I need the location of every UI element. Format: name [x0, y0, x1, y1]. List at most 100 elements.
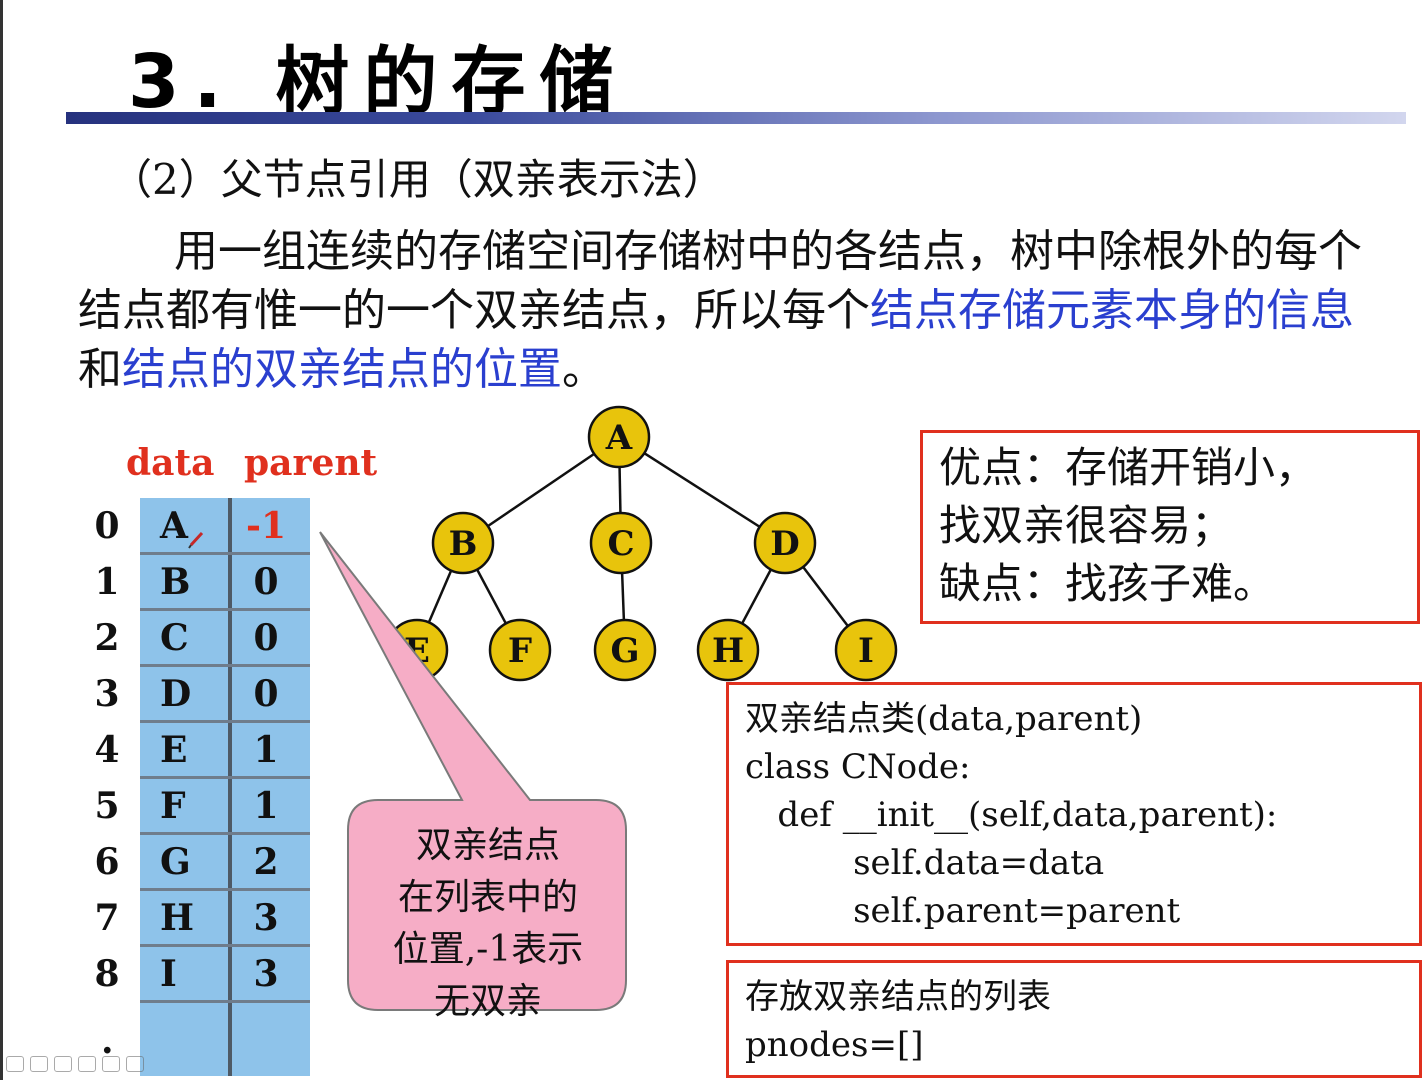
- slide-subtitle: （2）父节点引用（双亲表示法）: [110, 155, 725, 204]
- row-separator: [140, 552, 310, 555]
- tree-node-F: F: [488, 618, 552, 682]
- row-separator: [140, 888, 310, 891]
- row-index: 5: [94, 785, 120, 827]
- title-underline: [66, 112, 1406, 124]
- tree-node-B: B: [431, 511, 495, 575]
- cell-data: D: [160, 673, 192, 715]
- callout-line: 无双亲: [433, 981, 542, 1022]
- slide-toolbar: [6, 1056, 144, 1072]
- paragraph-text-1: 用一组连续的存储空间存储树中的各结点，树中除根外的每个结点都有惟一的一个双亲结点…: [78, 226, 1362, 336]
- cell-data: A: [160, 505, 188, 547]
- table-header-data: data: [126, 442, 215, 484]
- tree-edge-A-D: [618, 435, 786, 545]
- cell-parent: 2: [253, 841, 279, 883]
- tree-node-I: I: [834, 618, 898, 682]
- tree-node-circle: [834, 618, 898, 682]
- shape-icon[interactable]: [78, 1056, 96, 1072]
- row-separator: [140, 776, 310, 779]
- tree-node-circle: [488, 618, 552, 682]
- row-index: 6: [94, 841, 120, 883]
- row-index: 8: [94, 953, 120, 995]
- tree-node-label: D: [770, 524, 799, 564]
- tree-node-circle: [593, 618, 657, 682]
- table-column-divider: [228, 498, 232, 1076]
- paragraph-highlight-2: 结点的双亲结点的位置: [122, 344, 562, 395]
- row-separator: [140, 664, 310, 667]
- tree-node-label: C: [607, 524, 634, 564]
- callout-line: 双亲结点: [415, 825, 560, 866]
- cell-data: C: [160, 617, 189, 659]
- cell-parent: 3: [253, 953, 279, 995]
- cell-parent: 1: [253, 729, 279, 771]
- tree-node-label: F: [508, 631, 532, 671]
- paragraph-text-2: 和: [78, 344, 122, 395]
- code-line: pnodes=[]: [745, 1025, 924, 1065]
- tree-node-H: H: [696, 618, 760, 682]
- list-code-box: 存放双亲结点的列表 pnodes=[]: [726, 960, 1422, 1078]
- highlighter-icon[interactable]: [30, 1056, 48, 1072]
- pen-cursor-icon: [188, 531, 204, 549]
- code-line: def __init__(self,data,parent):: [745, 795, 1278, 835]
- code-line: 存放双亲结点的列表: [745, 977, 1051, 1017]
- tree-node-label: G: [610, 631, 639, 671]
- tree-node-G: G: [593, 618, 657, 682]
- row-separator: [140, 832, 310, 835]
- row-separator: [140, 944, 310, 947]
- paragraph-highlight-1: 结点存储元素本身的信息: [870, 285, 1354, 336]
- cell-parent: 3: [253, 897, 279, 939]
- row-separator: [140, 608, 310, 611]
- code-line: self.parent=parent: [745, 891, 1181, 931]
- cell-data: E: [160, 729, 188, 771]
- code-line: self.data=data: [745, 843, 1105, 883]
- paragraph-text-3: 。: [562, 344, 606, 395]
- callout-line: 在列表中的: [397, 877, 578, 918]
- row-index: 4: [94, 729, 120, 771]
- tree-node-circle: [431, 511, 495, 575]
- pointer-icon[interactable]: [102, 1056, 120, 1072]
- parent-table: [140, 498, 310, 1076]
- pros-line-1: 优点：存储开销小，: [939, 443, 1318, 492]
- table-ellipsis: .: [101, 1020, 114, 1062]
- tree-node-A: A: [587, 405, 651, 469]
- tree-node-circle: [587, 405, 651, 469]
- window-edge: [0, 0, 3, 1080]
- cell-data: B: [160, 561, 191, 603]
- eraser-icon[interactable]: [54, 1056, 72, 1072]
- cell-parent: 0: [253, 561, 279, 603]
- code-line: class CNode:: [745, 747, 971, 787]
- cell-data: F: [160, 785, 186, 827]
- code-line: 双亲结点类(data,parent): [745, 699, 1143, 739]
- cell-parent: 0: [253, 617, 279, 659]
- description-paragraph: 用一组连续的存储空间存储树中的各结点，树中除根外的每个结点都有惟一的一个双亲结点…: [78, 222, 1368, 399]
- cell-parent: 1: [253, 785, 279, 827]
- row-index: 3: [94, 673, 120, 715]
- callout-text: 双亲结点 在列表中的 位置,-1表示 无双亲: [360, 820, 616, 1028]
- callout-line: 位置,-1表示: [392, 929, 584, 970]
- row-index: 0: [94, 505, 120, 547]
- tree-node-label: I: [858, 631, 874, 671]
- class-code-box: 双亲结点类(data,parent) class CNode: def __in…: [726, 682, 1422, 946]
- tree-node-D: D: [753, 511, 817, 575]
- pen-icon[interactable]: [6, 1056, 24, 1072]
- pros-line-2: 找双亲很容易；: [939, 501, 1234, 550]
- row-index: 2: [94, 617, 120, 659]
- tree-node-circle: [589, 511, 653, 575]
- tree-node-circle: [696, 618, 760, 682]
- row-index: 1: [94, 561, 120, 603]
- tree-node-label: H: [712, 631, 744, 671]
- slide-title: 3. 树的存储: [128, 39, 628, 125]
- cons-line: 缺点：找孩子难。: [939, 559, 1276, 608]
- row-separator: [140, 1000, 310, 1003]
- cell-data: G: [160, 841, 191, 883]
- row-index: 7: [94, 897, 120, 939]
- cell-parent: -1: [246, 505, 286, 547]
- cell-parent: 0: [253, 673, 279, 715]
- tree-node-C: C: [589, 511, 653, 575]
- screen-icon[interactable]: [126, 1056, 144, 1072]
- tree-edge-A-B: [462, 435, 620, 545]
- table-header-parent: parent: [244, 442, 378, 484]
- tree-node-label: A: [605, 418, 633, 458]
